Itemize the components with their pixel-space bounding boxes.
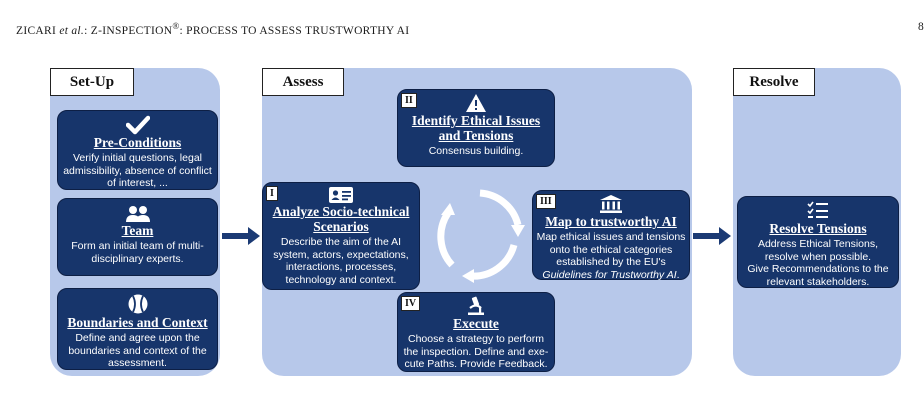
checklist-icon — [807, 201, 828, 218]
map-title: Map to trustworthy AI — [545, 214, 677, 229]
microscope-icon — [468, 296, 484, 315]
analyze-desc: Describe the aim of the AI system, actor… — [273, 236, 409, 286]
resolve-label: Resolve — [733, 68, 815, 96]
institution-icon — [600, 195, 622, 213]
step-number-iii: III — [536, 194, 556, 209]
boundaries-title: Boundaries and Context — [67, 315, 208, 330]
preconditions-box: Pre-Conditions Verify initial questions,… — [57, 110, 218, 190]
assess-label: Assess — [262, 68, 344, 96]
execute-box: IV Execute Choose a strategy to perform … — [397, 292, 555, 372]
setup-label: Set-Up — [50, 68, 134, 96]
checkmark-icon — [125, 115, 150, 135]
resolve-tensions-desc: Address Ethical Tensions, resolve when p… — [747, 238, 889, 288]
arrow-setup-to-assess — [222, 227, 260, 245]
id-card-icon — [329, 187, 353, 203]
identify-desc: Consensus building. — [428, 145, 524, 157]
resolve-tensions-box: Resolve Tensions Address Ethical Tension… — [737, 196, 899, 288]
execute-title: Execute — [453, 316, 499, 331]
warning-icon — [466, 94, 486, 112]
step-number-i: I — [266, 186, 278, 201]
team-title: Team — [121, 223, 154, 238]
baseball-icon — [128, 294, 147, 314]
step-number-ii: II — [401, 93, 417, 108]
team-box: Team Form an initial team of multi- disc… — [57, 198, 218, 276]
page-number: 8 — [917, 21, 924, 33]
step-number-iv: IV — [401, 296, 421, 311]
boundaries-box: Boundaries and Context Define and agree … — [57, 288, 218, 370]
team-desc: Form an initial team of multi- disciplin… — [71, 240, 204, 265]
people-icon — [125, 206, 150, 222]
boundaries-desc: Define and agree upon the boundaries and… — [68, 332, 207, 369]
resolve-tensions-title: Resolve Tensions — [769, 221, 867, 236]
preconditions-desc: Verify initial questions, legal admissib… — [63, 152, 212, 189]
running-title: ZICARI et al.: Z-INSPECTION®: PROCESS TO… — [16, 21, 410, 37]
identify-title: Identify Ethical Issues and Tensions — [411, 113, 541, 143]
analyze-title: Analyze Socio-technical Scenarios — [272, 204, 410, 234]
page-header: ZICARI et al.: Z-INSPECTION®: PROCESS TO… — [16, 21, 924, 37]
preconditions-title: Pre-Conditions — [93, 135, 182, 150]
cycle-arrows-icon — [437, 189, 525, 283]
analyze-box: I Analyze Socio-technical Scenarios Desc… — [262, 182, 420, 290]
execute-desc: Choose a strategy to perform the inspect… — [403, 333, 549, 370]
identify-box: II Identify Ethical Issues and Tensions … — [397, 89, 555, 167]
map-desc: Map ethical issues and tensions onto the… — [536, 231, 686, 281]
arrow-assess-to-resolve — [693, 227, 731, 245]
map-box: III Map to trustworthy AI Map ethical is… — [532, 190, 690, 281]
